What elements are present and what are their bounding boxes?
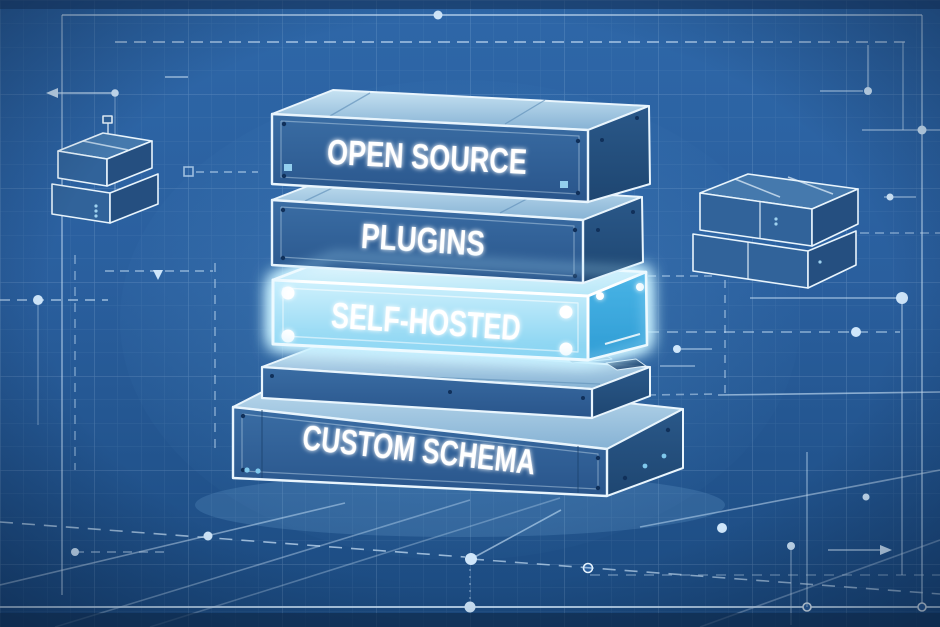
blueprint-scene: CUSTOM SCHEMA — [0, 0, 940, 627]
vignette — [0, 0, 940, 627]
scene-canvas: CUSTOM SCHEMA — [0, 0, 940, 627]
